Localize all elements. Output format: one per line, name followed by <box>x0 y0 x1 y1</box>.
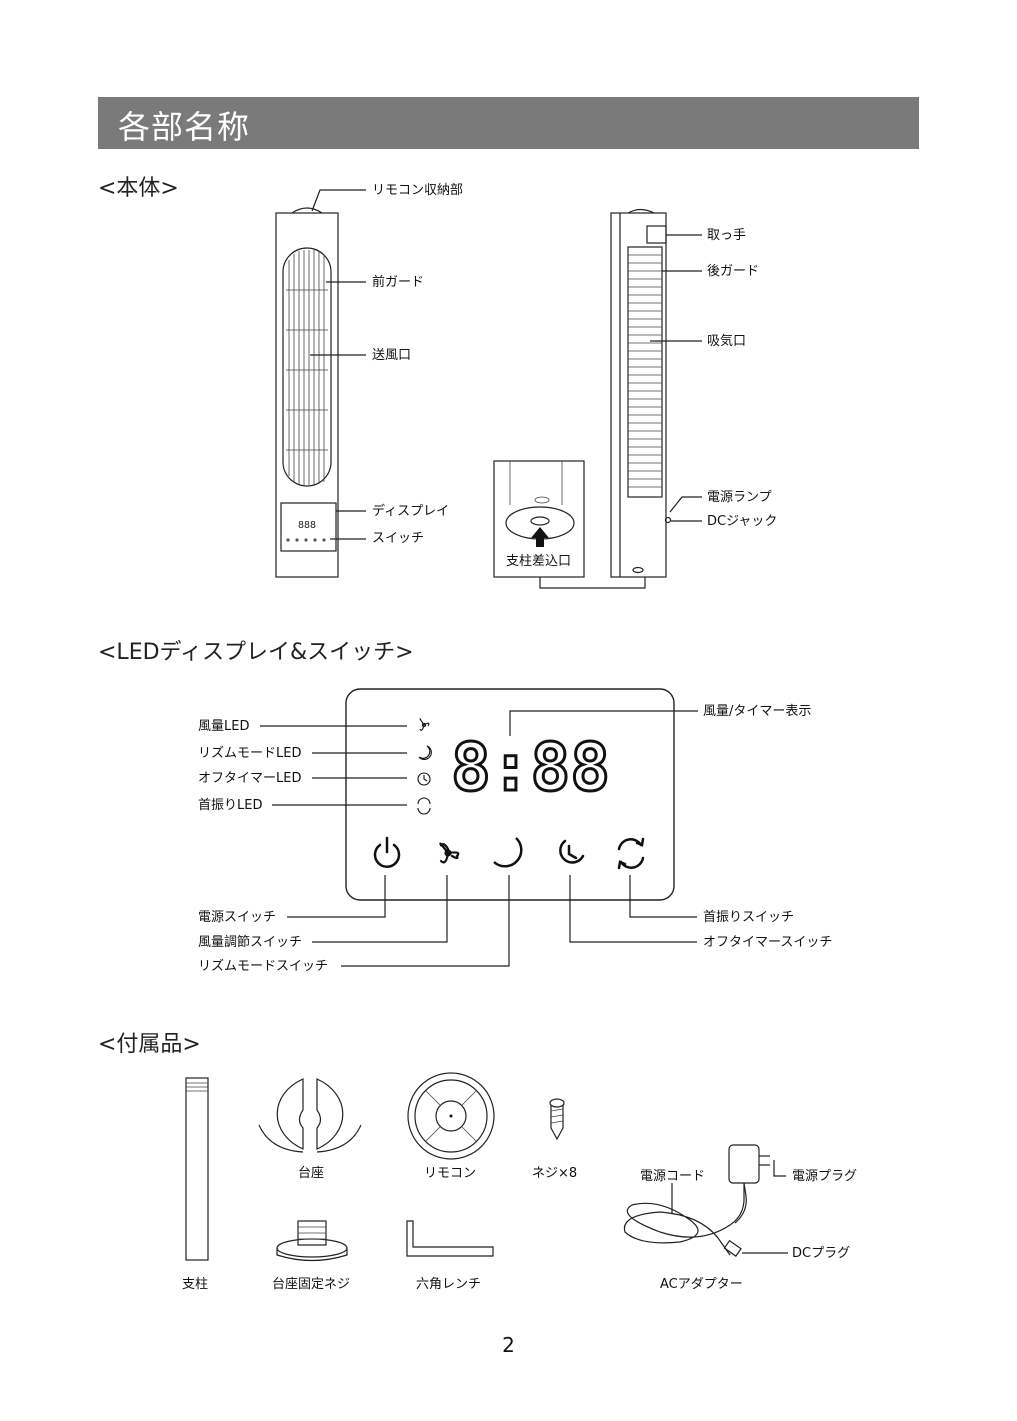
label-ac-adapter: ACアダプター <box>660 1278 743 1291</box>
digit-display: 8:88 <box>451 729 610 806</box>
power-button-icon <box>375 838 399 867</box>
mini-display-text: 888 <box>298 520 316 531</box>
fan-speed-button-icon <box>440 844 458 863</box>
label-front-guard: 前ガード <box>372 276 424 289</box>
label-pole-insert: 支柱差込口 <box>506 555 571 568</box>
label-remote-storage: リモコン収納部 <box>372 184 463 197</box>
label-rear-guard: 後ガード <box>707 265 759 278</box>
accessory-remote <box>408 1073 494 1159</box>
fan-front-view: 888 <box>276 190 366 577</box>
oscillation-button-icon <box>619 839 643 868</box>
label-oscillation-switch: 首振りスイッチ <box>703 911 794 924</box>
label-off-timer-switch: オフタイマースイッチ <box>703 936 832 949</box>
label-air-outlet: 送風口 <box>372 349 411 362</box>
label-power-lamp: 電源ランプ <box>707 491 772 504</box>
label-air-intake: 吸気口 <box>707 335 746 348</box>
accessory-base <box>259 1079 361 1152</box>
label-power-cord: 電源コード <box>640 1170 705 1183</box>
label-dc-jack: DCジャック <box>707 515 777 528</box>
label-dc-plug: DCプラグ <box>792 1247 850 1260</box>
label-speed-timer-display: 風量/タイマー表示 <box>703 705 811 718</box>
label-hex-wrench: 六角レンチ <box>416 1278 481 1291</box>
label-screws: ネジ×8 <box>532 1167 577 1180</box>
label-display: ディスプレイ <box>372 505 449 518</box>
label-fan-speed-led: 風量LED <box>198 720 249 733</box>
label-base: 台座 <box>298 1167 324 1180</box>
page-number: 2 <box>0 1333 1017 1357</box>
rhythm-button-icon <box>494 838 521 866</box>
label-remote: リモコン <box>424 1167 476 1180</box>
fan-rear-view <box>540 210 702 589</box>
accessory-screw <box>550 1099 564 1139</box>
accessory-hex-wrench <box>407 1221 493 1256</box>
label-power-switch: 電源スイッチ <box>198 911 276 924</box>
accessory-base-screw <box>277 1221 347 1261</box>
label-handle: 取っ手 <box>707 229 746 242</box>
label-fan-speed-switch: 風量調節スイッチ <box>198 936 302 949</box>
led-panel-diagram: 8:88 <box>260 689 698 966</box>
label-oscillation-led: 首振りLED <box>198 799 262 812</box>
label-switch: スイッチ <box>372 532 424 545</box>
label-pole: 支柱 <box>182 1278 208 1291</box>
accessory-ac-adapter <box>624 1145 788 1256</box>
label-power-plug: 電源プラグ <box>792 1170 857 1183</box>
label-rhythm-mode-led: リズムモードLED <box>198 747 301 760</box>
label-base-screw: 台座固定ネジ <box>272 1278 350 1291</box>
timer-button-icon <box>560 841 583 862</box>
label-off-timer-led: オフタイマーLED <box>198 772 301 785</box>
label-rhythm-mode-switch: リズムモードスイッチ <box>198 960 328 973</box>
accessory-pole <box>186 1078 208 1260</box>
